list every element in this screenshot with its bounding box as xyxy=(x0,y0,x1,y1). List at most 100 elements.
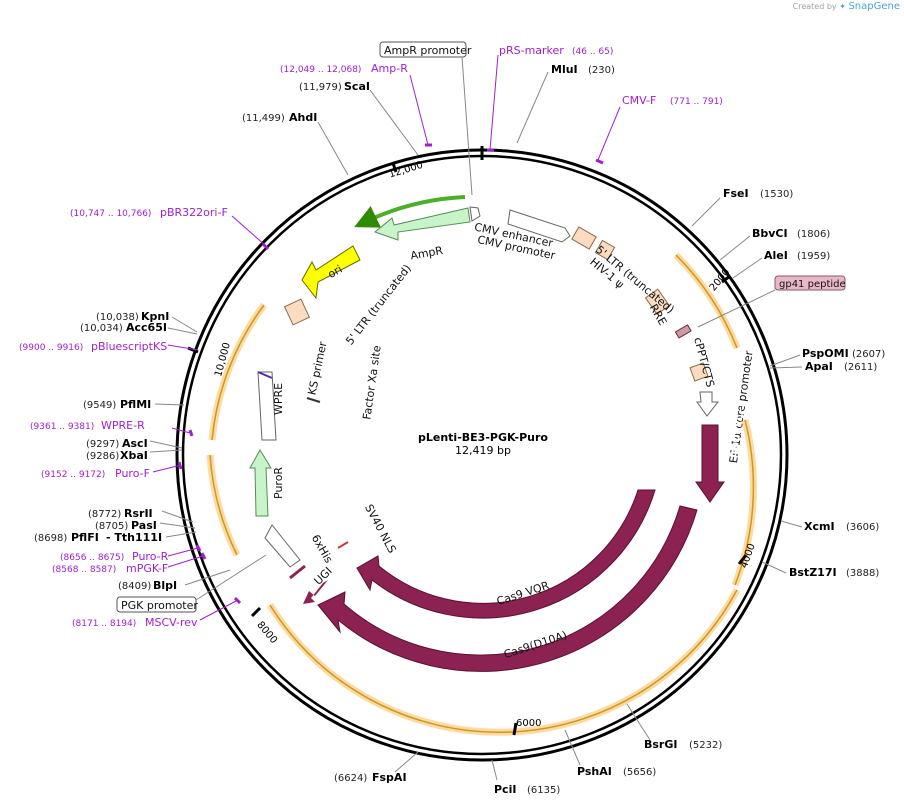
enzyme-pspomi-pos: (2607) xyxy=(852,349,885,360)
ks-primer-mark xyxy=(257,371,273,379)
enzyme-alei: AleI xyxy=(764,249,788,262)
primer-mscv: MSCV-rev xyxy=(145,616,198,629)
ltr5-box xyxy=(571,226,597,250)
puror-arrow xyxy=(249,449,272,517)
enzyme-apai-pos: (2611) xyxy=(844,362,877,373)
tick-4000: 4000 xyxy=(739,542,758,570)
puror-label: PuroR xyxy=(272,467,285,499)
snapgene-credit: Created by ✦ SnapGene xyxy=(793,1,900,12)
enzyme-pflmi-pos: (9549) xyxy=(83,400,116,411)
enzyme-fspai-pos: (6624) xyxy=(334,773,367,784)
ampr-promoter-box xyxy=(379,41,467,58)
snapgene-logo-icon: ✦ xyxy=(839,2,846,11)
ori-label: ori xyxy=(326,263,345,281)
ampr-outer-arrow xyxy=(354,195,466,228)
tick-6000: 6000 xyxy=(516,718,541,729)
ks-primer-label: KS primer xyxy=(306,340,330,396)
enzyme-scai-pos: (11,979) xyxy=(299,82,342,93)
enzyme-mlui-pos: (230) xyxy=(588,65,615,76)
primer-prs-marker-range: (46 .. 65) xyxy=(572,47,613,57)
credit-brand: SnapGene xyxy=(848,1,900,12)
enzyme-rsrii: RsrII xyxy=(124,507,153,520)
pgk-promoter-box xyxy=(116,596,197,613)
ampr-promoter-label: AmpR promoter xyxy=(384,44,472,57)
primer-amp-r-range: (12,049 .. 12,068) xyxy=(280,65,361,75)
plasmid-title: pLenti-BE3-PGK-Puro xyxy=(418,431,548,444)
primer-puro-f-range: (9152 .. 9172) xyxy=(41,470,105,480)
primer-wpre-r-range: (9361 .. 9381) xyxy=(30,422,94,432)
primer-labels: pRS-marker (46 .. 65) CMV-F (771 .. 791)… xyxy=(19,44,723,629)
enzyme-kpni-pos: (10,038) xyxy=(96,312,139,323)
ampr-promoter-leader xyxy=(461,56,473,196)
cmv-enhancer-box xyxy=(507,209,571,243)
rre-box xyxy=(644,288,670,315)
enzyme-xbai: XbaI xyxy=(120,449,148,462)
cppt-box xyxy=(674,324,692,339)
enzyme-mlui: MluI xyxy=(551,63,578,76)
factorxa-mark xyxy=(306,397,321,403)
wpre-label: WPRE xyxy=(272,383,285,415)
enzyme-blpi: BlpI xyxy=(153,579,177,592)
pgk-promoter-leader xyxy=(195,554,267,601)
primer-amp-r: Amp-R xyxy=(371,62,408,75)
enzyme-pflfi: PflFI xyxy=(71,531,99,544)
ef1a-promoter-arrow xyxy=(696,391,720,417)
enzyme-bstz17i-pos: (3888) xyxy=(846,568,879,579)
primer-puro-f: Puro-F xyxy=(115,467,150,480)
pgk-promoter-arrow xyxy=(264,524,301,568)
primer-puro-r: Puro-R xyxy=(132,550,169,563)
enzyme-bsrgi-pos: (5232) xyxy=(689,740,722,751)
primer-pbr322: pBR322ori-F xyxy=(160,206,228,219)
enzyme-fsei-pos: (1530) xyxy=(760,189,793,200)
enzyme-ahdi: AhdI xyxy=(289,111,317,124)
gp41-label: gp41 peptide xyxy=(779,279,846,290)
enzyme-pflfi-extra: - Tth111I xyxy=(106,531,162,544)
ugi-label: UGI xyxy=(312,564,335,587)
enzyme-rsrii-pos: (8772) xyxy=(88,509,121,520)
enzyme-fspai: FspAI xyxy=(372,771,407,784)
ampr-label: AmpR xyxy=(409,244,444,263)
cas9-vqr-arrow xyxy=(356,489,656,619)
primer-pbr322-range: (10,747 .. 10,766) xyxy=(70,209,151,219)
sixhis-mark xyxy=(289,564,306,580)
factorxa-label: Factor Xa site xyxy=(360,344,383,420)
credit-prefix: Created by xyxy=(792,2,837,11)
enzyme-pflmi: PflMI xyxy=(120,398,151,411)
ltr5b-label: 5' LTR (truncated) xyxy=(343,262,414,347)
hiv1-psi-box xyxy=(594,239,616,261)
sixhis-label: 6xHis xyxy=(309,532,336,565)
enzyme-xbai-pos: (9286) xyxy=(86,451,119,462)
enzyme-kpni: KpnI xyxy=(141,310,169,323)
enzyme-labels: MluI (230) FseI (1530) BbvCI (1806) AleI… xyxy=(334,63,885,796)
tick-2000: 2000 xyxy=(708,267,733,294)
enzyme-bstz17i: BstZ17I xyxy=(789,566,837,579)
apobec-arrow xyxy=(695,424,725,503)
enzyme-pflfi-pos: (8698) xyxy=(34,533,67,544)
enzyme-acc65i: Acc65I xyxy=(126,321,167,334)
sv40-nls-mark xyxy=(337,541,349,549)
enzyme-blpi-pos: (8409) xyxy=(118,581,151,592)
tick-8000: 8000 xyxy=(254,620,279,647)
cmv-promoter-box xyxy=(469,206,481,222)
enzyme-apai: ApaI xyxy=(805,360,833,373)
enzyme-pcii: PciI xyxy=(494,783,516,796)
primer-mscv-range: (8171 .. 8194) xyxy=(72,619,136,629)
plasmid-size: 12,419 bp xyxy=(455,444,511,457)
enzyme-pasi: PasI xyxy=(131,519,157,532)
sv40nls-label: SV40 NLS xyxy=(362,502,399,555)
primer-pbluescript-range: (9900 .. 9916) xyxy=(19,343,83,353)
enzyme-fsei: FseI xyxy=(723,187,749,200)
enzyme-pshai: PshAI xyxy=(577,765,612,778)
enzyme-labels-left: (8409) BlpI (8698) PflFI - Tth111I (8705… xyxy=(34,80,419,592)
enzyme-alei-pos: (1959) xyxy=(797,251,830,262)
enzyme-ahdi-pos: (11,499) xyxy=(242,113,285,124)
primer-puro-r-range: (8656 .. 8675) xyxy=(60,553,124,563)
primer-prs-marker: pRS-marker xyxy=(499,44,564,57)
primer-cmv-f-range: (771 .. 791) xyxy=(670,97,723,107)
enzyme-pcii-pos: (6135) xyxy=(527,785,560,796)
enzyme-bbvci: BbvCI xyxy=(752,227,788,240)
ampr-arrow xyxy=(373,207,471,241)
gp41-box xyxy=(774,275,846,291)
inner-arcs xyxy=(209,254,755,733)
